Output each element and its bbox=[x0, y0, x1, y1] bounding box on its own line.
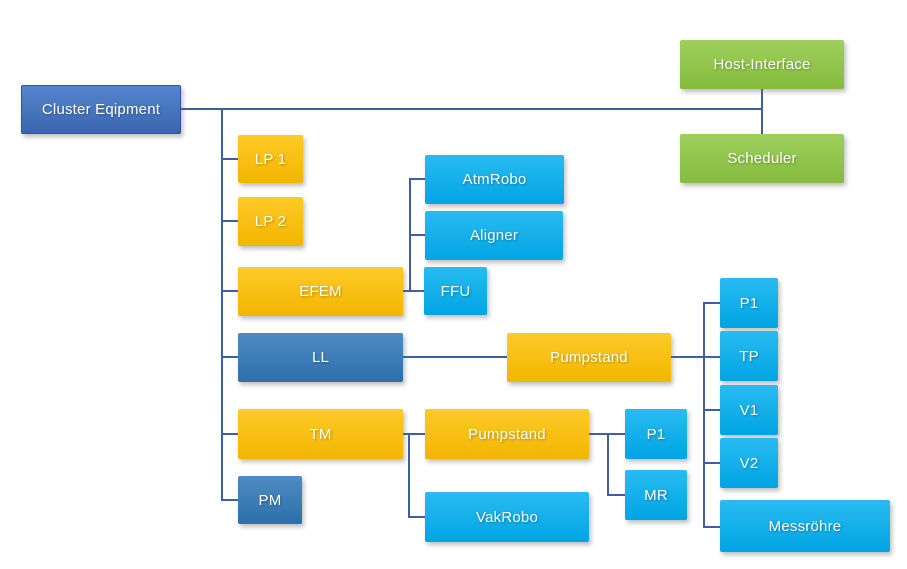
node-p1-tm[interactable]: P1 bbox=[625, 409, 687, 459]
node-tp[interactable]: TP bbox=[720, 331, 778, 381]
node-host-interface[interactable]: Host-Interface bbox=[680, 40, 844, 89]
node-cluster-eqipment[interactable]: Cluster Eqipment bbox=[21, 85, 181, 134]
connector-stub-p1-column bbox=[703, 302, 720, 304]
node-pumpstand-ll[interactable]: Pumpstand bbox=[507, 333, 671, 382]
node-pm[interactable]: PM bbox=[238, 476, 302, 524]
connector-stub-tm bbox=[221, 433, 238, 435]
connector-stub-lp1 bbox=[221, 158, 238, 160]
node-scheduler[interactable]: Scheduler bbox=[680, 134, 844, 183]
connector-pumpstand-branch bbox=[607, 433, 609, 495]
node-v2[interactable]: V2 bbox=[720, 438, 778, 488]
connector-stub-atmrobo bbox=[409, 178, 425, 180]
connector-main-horizontal bbox=[181, 108, 762, 110]
connector-right-column bbox=[703, 302, 705, 528]
node-efem[interactable]: EFEM bbox=[238, 267, 403, 316]
node-v1[interactable]: V1 bbox=[720, 385, 778, 435]
node-messroehre[interactable]: Messröhre bbox=[720, 500, 890, 552]
connector-ll-pumpstand bbox=[403, 356, 507, 358]
connector-pumpstand-tp bbox=[671, 356, 720, 358]
connector-efem-ffu bbox=[403, 290, 424, 292]
connector-stub-pm bbox=[221, 499, 238, 501]
connector-stub-vakrobo bbox=[408, 516, 425, 518]
connector-stub-v1 bbox=[703, 409, 720, 411]
connector-stub-mr bbox=[607, 494, 625, 496]
node-pumpstand-tm[interactable]: Pumpstand bbox=[425, 409, 589, 459]
connector-tm-branch bbox=[408, 433, 410, 517]
node-p1-ll[interactable]: P1 bbox=[720, 278, 778, 328]
node-atmrobo[interactable]: AtmRobo bbox=[425, 155, 564, 204]
node-aligner[interactable]: Aligner bbox=[425, 211, 563, 260]
node-ffu[interactable]: FFU bbox=[424, 267, 487, 315]
node-lp2[interactable]: LP 2 bbox=[238, 197, 303, 246]
connector-stub-v2 bbox=[703, 462, 720, 464]
node-lp1[interactable]: LP 1 bbox=[238, 135, 303, 183]
node-ll[interactable]: LL bbox=[238, 333, 403, 382]
node-mr[interactable]: MR bbox=[625, 470, 687, 520]
connector-tm-pumpstand bbox=[403, 433, 425, 435]
connector-stub-messroehre bbox=[703, 526, 720, 528]
connector-stub-efem bbox=[221, 290, 238, 292]
node-tm[interactable]: TM bbox=[238, 409, 403, 459]
connector-stub-ll bbox=[221, 356, 238, 358]
node-vakrobo[interactable]: VakRobo bbox=[425, 492, 589, 542]
connector-host-scheduler bbox=[761, 88, 763, 134]
connector-stub-aligner bbox=[409, 234, 425, 236]
connector-trunk-vertical bbox=[221, 108, 223, 501]
connector-stub-lp2 bbox=[221, 220, 238, 222]
